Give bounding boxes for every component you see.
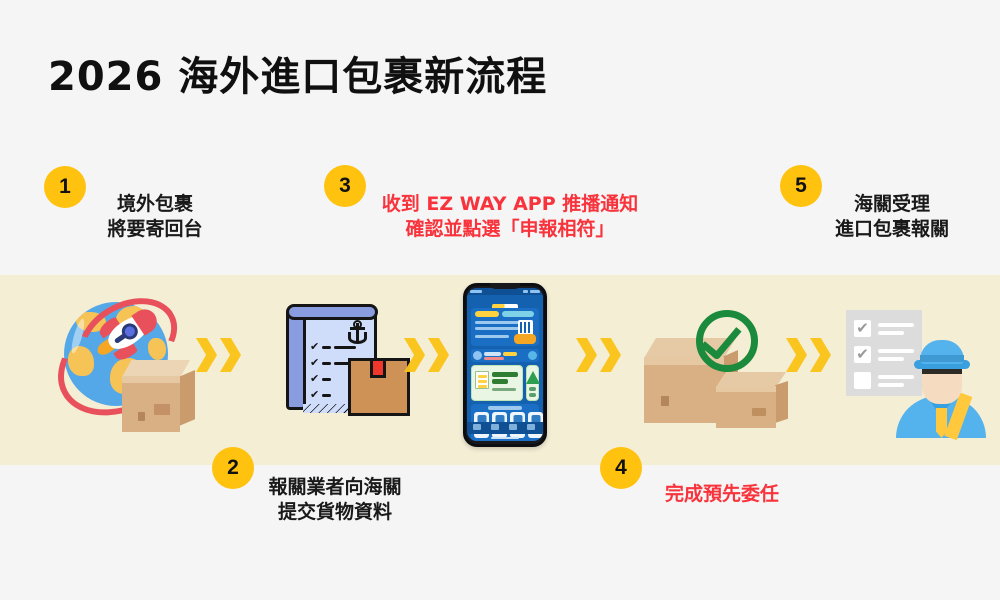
app-notice-row	[471, 349, 539, 362]
step-caption-line: 確認並點選「申報相符」	[405, 218, 615, 241]
manifest-checklist-illustration: ✔ ✔ ✔ ✔	[286, 304, 410, 422]
parcel-box-icon	[348, 358, 410, 416]
step-caption-line: 將要寄回台	[107, 218, 203, 241]
step-caption-1: 境外包裹 將要寄回台	[60, 192, 250, 243]
arrow-step1-to-step2	[196, 338, 241, 372]
torn-edge-icon	[303, 404, 377, 413]
step-number-badge-2: 2	[212, 447, 254, 489]
step-caption-4: 完成預先委任	[612, 482, 832, 507]
ezway-logo-icon	[492, 304, 518, 311]
anchor-icon	[348, 320, 368, 344]
step-number-badge-1: 1	[44, 166, 86, 208]
step-caption-5: 海關受理 進口包裹報關	[796, 192, 988, 243]
green-check-icon	[696, 310, 758, 372]
arrow-step3-to-step4	[576, 338, 621, 372]
step-caption-line: 完成預先委任	[664, 483, 779, 505]
app-header-bar	[467, 295, 543, 311]
page-title: 2026 海外進口包裹新流程	[48, 54, 548, 100]
step-caption-line: 報關業者向海關	[268, 476, 402, 498]
phone-notch	[490, 283, 520, 289]
home-indicator	[491, 437, 519, 439]
globe-rocket-parcel-illustration	[39, 281, 209, 438]
customs-officer-illustration: ✔ ✔	[846, 310, 986, 441]
step-number-badge-3: 3	[324, 165, 366, 207]
step-number-badge-5: 5	[780, 165, 822, 207]
step-caption-line: 海關受理	[853, 193, 930, 215]
phone-screen	[467, 288, 543, 441]
step-caption-line: 境外包裹	[116, 193, 193, 215]
customs-checklist-icon: ✔ ✔	[846, 310, 922, 396]
step-caption-line: 提交貨物資料	[277, 501, 392, 524]
customs-officer-avatar	[896, 338, 986, 441]
step-caption-line: 收到 EZ WAY APP 推播通知	[381, 193, 639, 215]
parcel-box-small-icon	[716, 372, 792, 428]
step-caption-3: 收到 EZ WAY APP 推播通知 確認並點選「申報相符」	[336, 192, 684, 243]
step-caption-line: 進口包裹報關	[834, 218, 949, 241]
app-promo-banner	[471, 308, 539, 346]
scroll-roll-top-icon	[286, 304, 378, 320]
step-caption-2: 報關業者向海關 提交貨物資料	[225, 475, 445, 526]
step-number-badge-4: 4	[600, 447, 642, 489]
app-secondary-card	[525, 365, 540, 401]
officer-cap-brim-icon	[914, 360, 970, 369]
arrow-step2-to-step3	[404, 338, 449, 372]
hand-holding-phone-icon	[514, 320, 536, 344]
smartphone-ezway-app-illustration	[463, 283, 547, 447]
phone-status-bar	[467, 288, 543, 295]
app-tab-bar	[467, 422, 543, 434]
parcel-box-icon	[122, 360, 206, 432]
arrow-step4-to-step5	[786, 338, 831, 372]
parcels-green-check-illustration	[640, 310, 788, 436]
app-declaration-card	[471, 365, 523, 401]
